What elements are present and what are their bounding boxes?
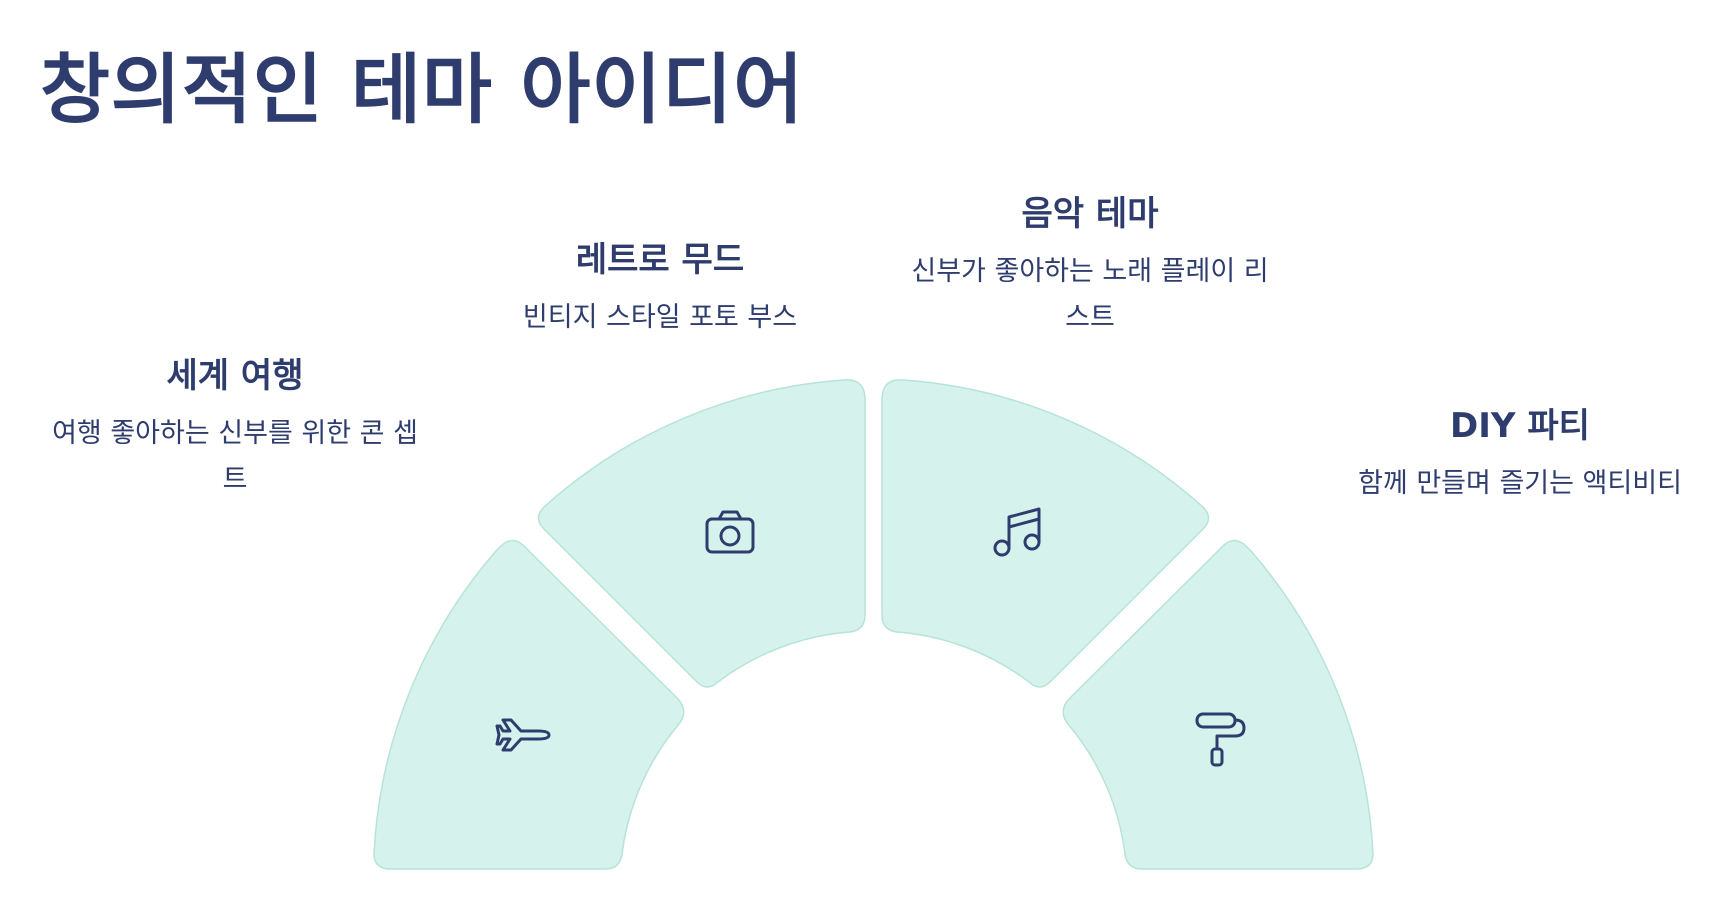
segment-diy[interactable] <box>1062 539 1374 870</box>
label-travel: 세계 여행 여행 좋아하는 신부를 위한 콘 셉트 <box>35 348 435 503</box>
segment-travel[interactable] <box>373 539 685 870</box>
label-travel-title: 세계 여행 <box>166 356 304 396</box>
label-retro: 레트로 무드 빈티지 스타일 포토 부스 <box>480 232 840 341</box>
segment-music[interactable] <box>881 379 1210 688</box>
label-travel-desc: 여행 좋아하는 신부를 위한 콘 셉트 <box>52 418 418 495</box>
label-diy-desc: 함께 만들며 즐기는 액티비티 <box>1358 468 1682 499</box>
label-music: 음악 테마 신부가 좋아하는 노래 플레이 리스트 <box>895 186 1285 341</box>
camera-icon <box>705 510 755 554</box>
label-music-desc: 신부가 좋아하는 노래 플레이 리스트 <box>911 256 1269 333</box>
label-diy-title: DIY 파티 <box>1450 406 1590 446</box>
label-retro-desc: 빈티지 스타일 포토 부스 <box>522 302 798 333</box>
segment-retro[interactable] <box>537 379 866 688</box>
label-diy: DIY 파티 함께 만들며 즐기는 액티비티 <box>1320 398 1720 507</box>
paint-roller-icon <box>1195 712 1246 767</box>
airplane-icon <box>495 718 551 752</box>
page-title: 창의적인 테마 아이디어 <box>40 45 805 134</box>
label-music-title: 음악 테마 <box>1021 194 1159 234</box>
music-note-icon <box>993 507 1041 557</box>
label-retro-title: 레트로 무드 <box>575 240 745 280</box>
